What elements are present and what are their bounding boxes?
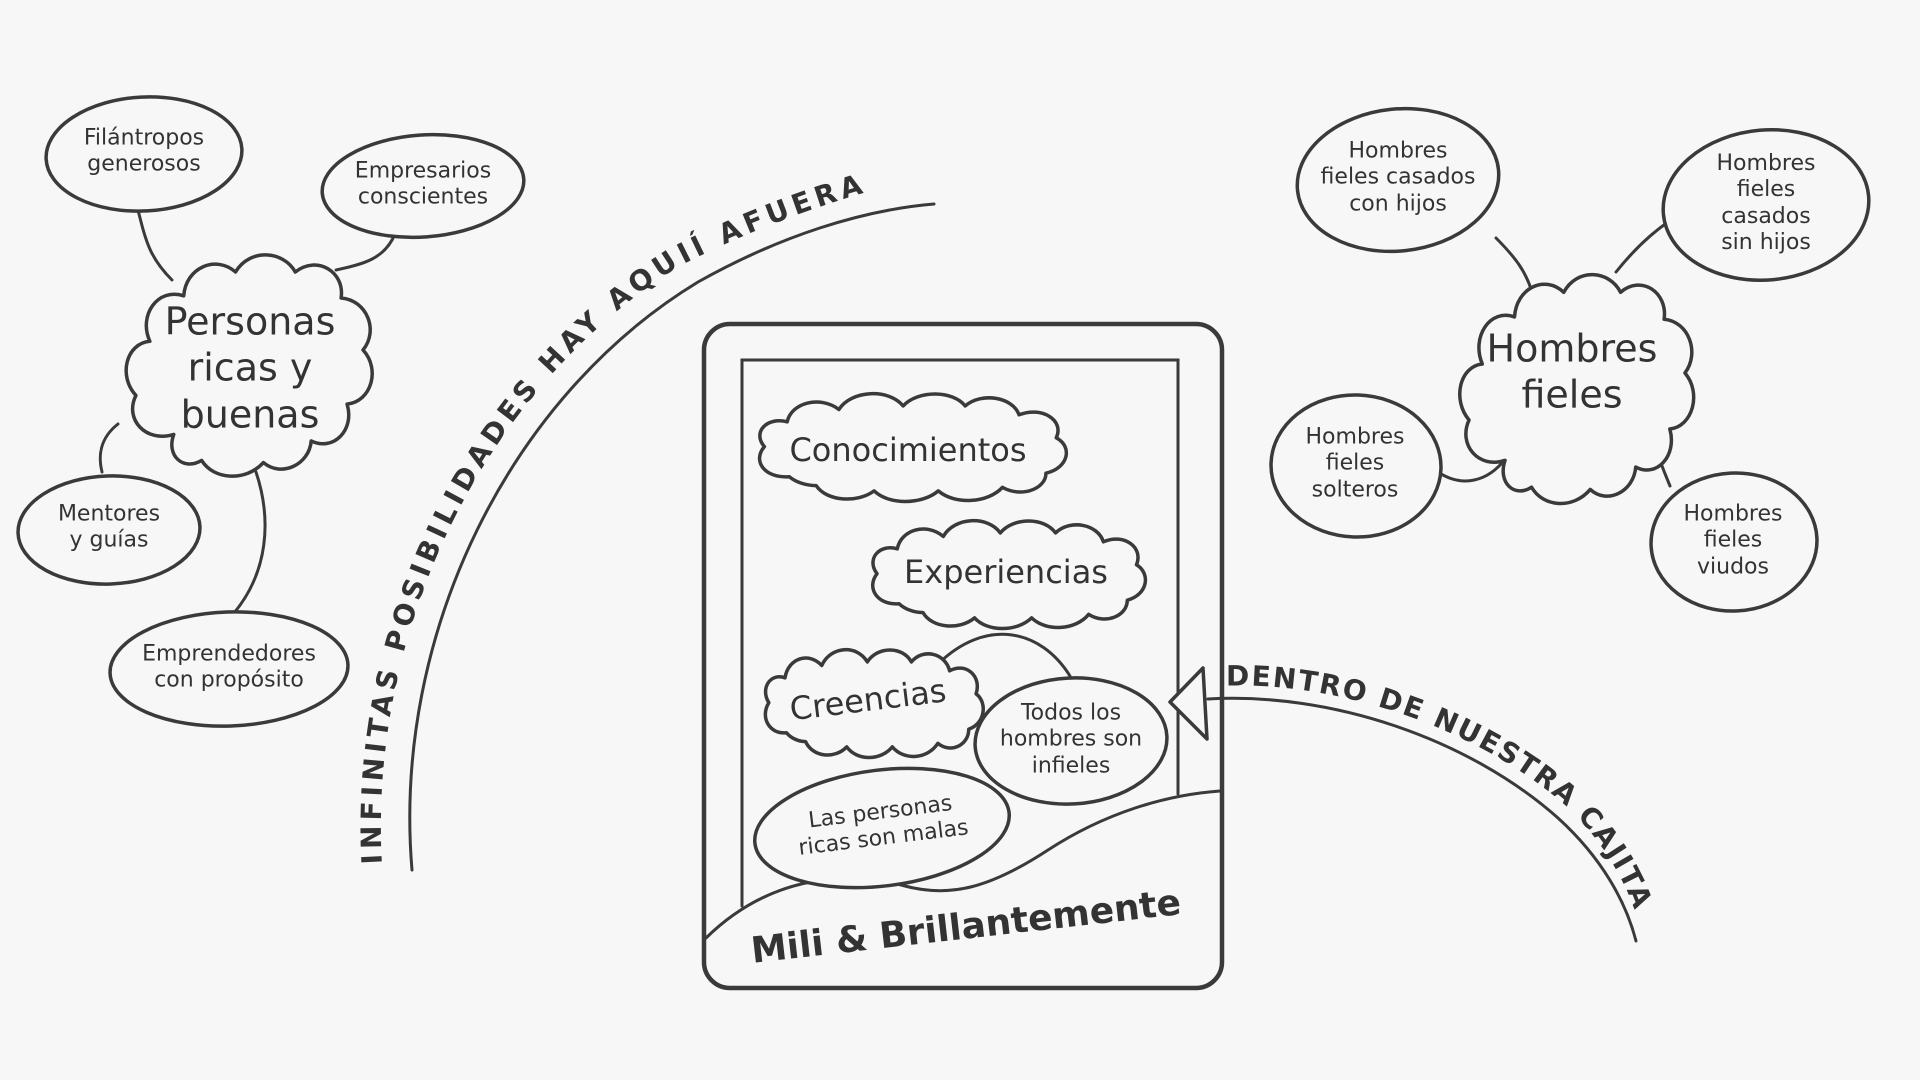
connector-mentores (98, 422, 120, 474)
bubble-las-personas (753, 766, 1011, 890)
arc-left-line (408, 202, 936, 872)
connector-emprendedores (232, 470, 267, 615)
bubble-emprendedores-label: Emprendedores con propósito (142, 641, 316, 693)
arc-right-label: DENTRO DE NUESTRA CAJITA (1226, 659, 1659, 913)
bubble-solteros (1269, 393, 1443, 539)
connector-con-hijos (1494, 236, 1534, 294)
cloud-experiencias-label: Experiencias (904, 552, 1108, 591)
bubble-filantropos (44, 95, 244, 213)
bubble-sin-hijos (1661, 127, 1871, 283)
bubble-mentores-label: Mentores y guías (57, 501, 161, 553)
cloud-hombres-fieles-label: Hombres fieles (1486, 326, 1658, 417)
bubble-empresarios (320, 132, 526, 240)
bubble-viudos (1649, 471, 1819, 613)
bubble-viudos-label: Hombres fieles viudos (1683, 501, 1783, 580)
bubble-sin-hijos-label: Hombres fieles casados sin hijos (1716, 151, 1816, 256)
bubble-mentores (16, 474, 202, 586)
bubble-filantropos-label: Filántropos generosos (83, 125, 205, 177)
bubble-solteros-label: Hombres fieles solteros (1305, 424, 1405, 503)
connector-solteros (1436, 456, 1508, 483)
bubble-empresarios-label: Empresarios conscientes (354, 158, 492, 210)
bubble-todos-los-hombres (973, 676, 1169, 806)
box-screen-frame (740, 358, 1180, 908)
bubble-con-hijos (1295, 106, 1501, 254)
connector-filantropos (136, 208, 174, 282)
connector-sin-hijos (1614, 220, 1670, 274)
bubble-emprendedores (108, 610, 350, 728)
arc-right-line (1206, 696, 1638, 943)
arrowhead (1168, 666, 1209, 741)
wave-line (704, 789, 1222, 940)
cloud-personas-label: Personas ricas y buenas (164, 299, 336, 437)
cloud-conocimientos-label: Conocimientos (789, 430, 1027, 469)
connector-creencias-todos (936, 632, 1072, 678)
bubble-con-hijos-label: Hombres fieles casados con hijos (1320, 138, 1476, 217)
bubble-todos-los-hombres-label: Todos los hombres son infieles (999, 700, 1143, 779)
connector-empresarios (334, 232, 397, 272)
